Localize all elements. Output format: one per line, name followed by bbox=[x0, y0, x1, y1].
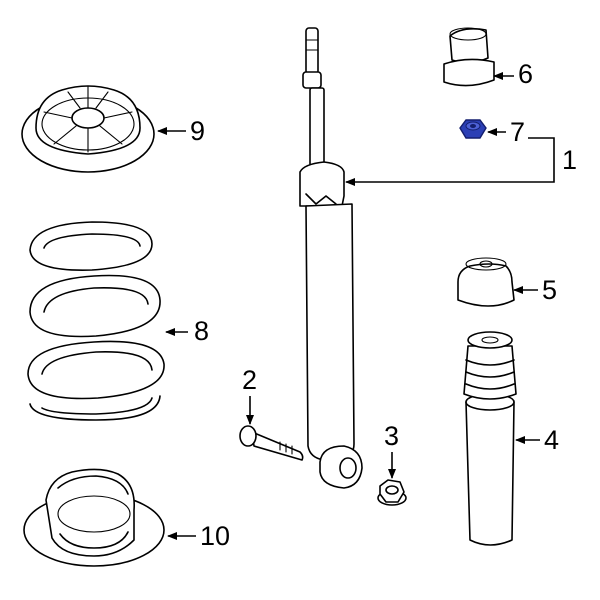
highlighted-nut bbox=[459, 119, 487, 139]
upper-spring-seat bbox=[21, 85, 155, 173]
coil-spring bbox=[27, 221, 165, 421]
callout-6: 6 bbox=[518, 59, 533, 89]
callout-9: 9 bbox=[190, 116, 205, 146]
callout-3: 3 bbox=[384, 421, 399, 451]
callout-2: 2 bbox=[242, 365, 257, 395]
flange-nut bbox=[377, 479, 407, 506]
leader-1-bracket bbox=[345, 137, 555, 186]
callout-1: 1 bbox=[562, 145, 577, 175]
bump-stop-cap bbox=[457, 257, 515, 307]
callout-7: 7 bbox=[510, 117, 525, 147]
upper-bushing bbox=[443, 27, 495, 87]
callout-5: 5 bbox=[542, 275, 557, 305]
lower-spring-insulator bbox=[23, 468, 165, 567]
mounting-bolt bbox=[239, 425, 304, 461]
callout-10: 10 bbox=[200, 521, 230, 551]
callout-8: 8 bbox=[194, 316, 209, 346]
dust-boot bbox=[463, 331, 517, 546]
callout-4: 4 bbox=[544, 425, 559, 455]
shock-absorber bbox=[299, 27, 363, 489]
